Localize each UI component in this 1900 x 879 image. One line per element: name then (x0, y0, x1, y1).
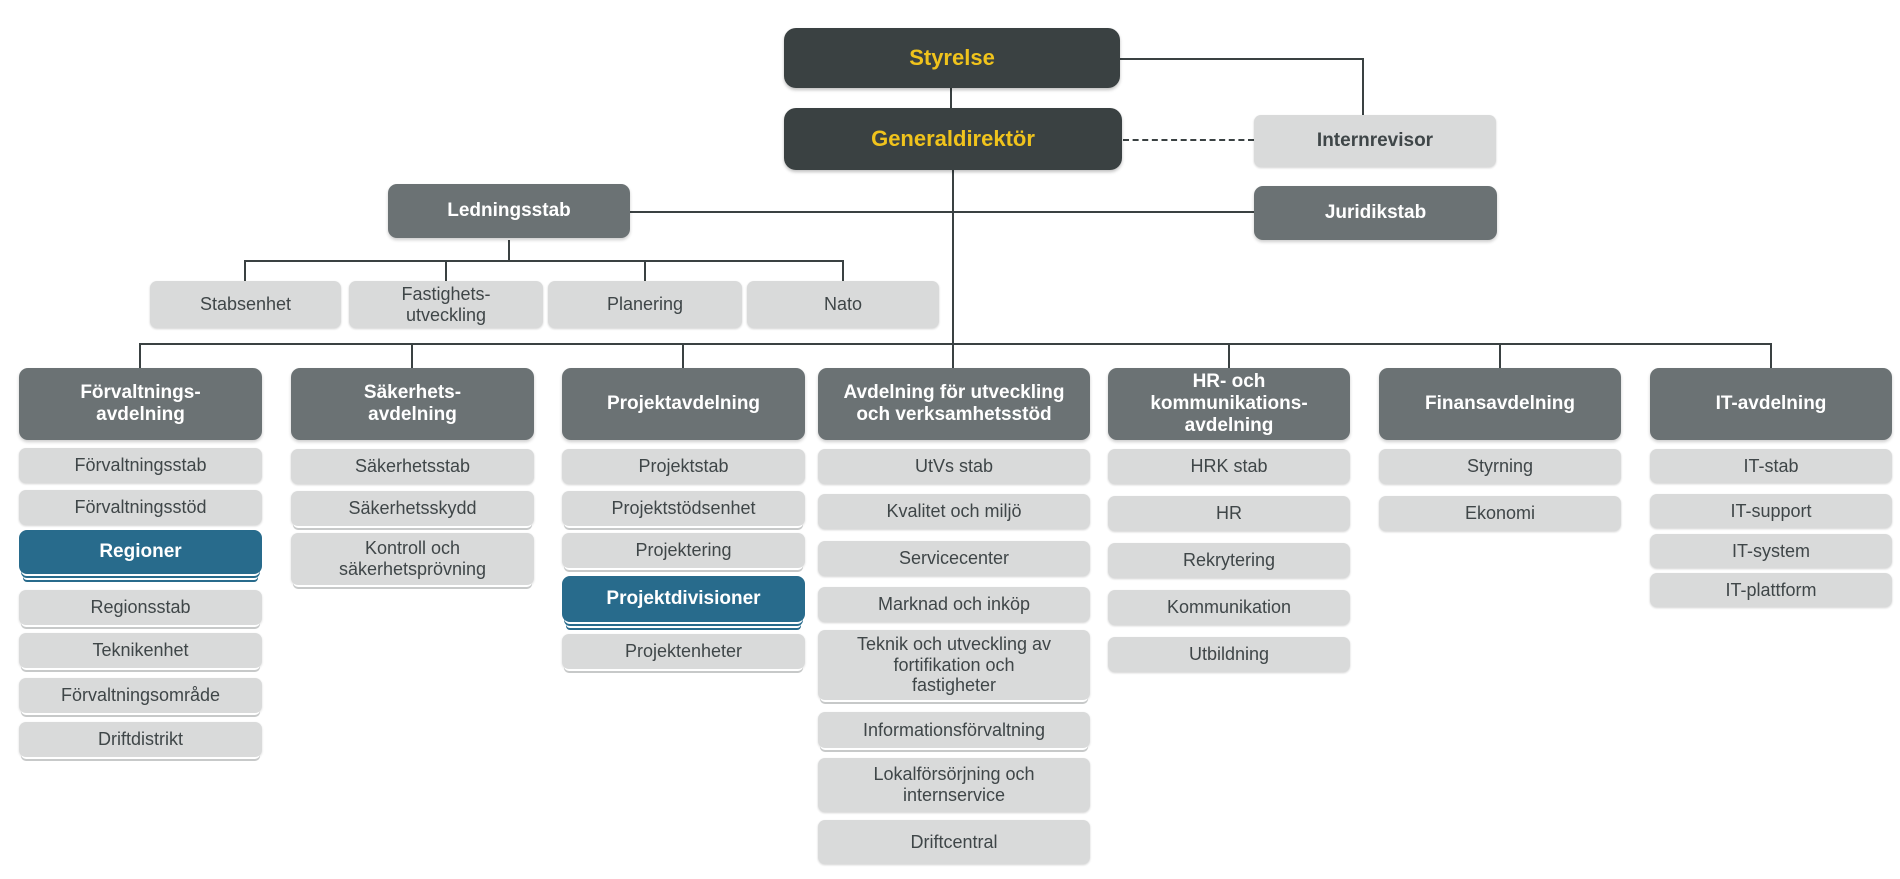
connector-dept-2 (411, 343, 413, 369)
dept-header-utveckling-verksamhetsstod: Avdelning för utveckling och verksamhets… (818, 368, 1090, 440)
connector-dept-6 (1499, 343, 1501, 369)
unit-hr: HR (1108, 496, 1350, 531)
unit-forvaltningsstab: Förvaltningsstab (19, 448, 262, 483)
unit-kontroll-sakerhetsprovning: Kontroll och säkerhetsprövning (291, 533, 534, 585)
unit-it-system: IT-system (1650, 534, 1892, 568)
unit-utvs-stab: UtVs stab (818, 449, 1090, 484)
unit-projektdivisioner: Projektdivisioner (562, 576, 805, 622)
connector-dept-3 (682, 343, 684, 369)
unit-marknad-inkop: Marknad och inköp (818, 587, 1090, 622)
node-juridikstab: Juridikstab (1254, 186, 1497, 240)
unit-kommunikation: Kommunikation (1108, 590, 1350, 625)
connector-ledningsstab-juridikstab (630, 211, 1254, 213)
connector-ledningsstab-down (508, 240, 510, 261)
unit-driftcentral: Driftcentral (818, 820, 1090, 864)
unit-kvalitet-miljo: Kvalitet och miljö (818, 494, 1090, 529)
connector-main-bus (139, 343, 1772, 345)
connector-styrelse-internrevisor-v (1362, 58, 1364, 115)
node-fastighetsutveckling: Fastighets- utveckling (349, 281, 543, 328)
unit-it-plattform: IT-plattform (1650, 573, 1892, 607)
unit-informationsforvaltning: Informationsförvaltning (818, 712, 1090, 748)
dept-header-forvaltningsavdelning: Förvaltnings- avdelning (19, 368, 262, 440)
unit-driftdistrikt: Driftdistrikt (19, 722, 262, 757)
unit-projektstab: Projektstab (562, 449, 805, 484)
connector-styrelse-internrevisor-h (1118, 58, 1364, 60)
connector-staff-4 (842, 260, 844, 282)
unit-regioner: Regioner (19, 530, 262, 574)
unit-servicecenter: Servicecenter (818, 541, 1090, 576)
unit-regionsstab: Regionsstab (19, 590, 262, 625)
unit-it-stab: IT-stab (1650, 449, 1892, 483)
connector-dept-5 (1228, 343, 1230, 369)
connector-staff-3 (644, 260, 646, 282)
unit-teknikenhet: Teknikenhet (19, 633, 262, 668)
connector-dept-1 (139, 343, 141, 369)
unit-rekrytering: Rekrytering (1108, 543, 1350, 578)
dept-header-projektavdelning: Projektavdelning (562, 368, 805, 440)
node-generaldirektor: Generaldirektör (784, 108, 1122, 170)
connector-staff-1 (244, 260, 246, 282)
connector-staff-2 (445, 260, 447, 282)
connector-staff-bus (244, 260, 844, 262)
unit-projektenheter: Projektenheter (562, 634, 805, 669)
unit-sakerhetsskydd: Säkerhetsskydd (291, 491, 534, 526)
connector-dept-7 (1770, 343, 1772, 369)
unit-lokalforsorjning-internservice: Lokalförsörjning och internservice (818, 758, 1090, 812)
connector-gd-internrevisor-dashed (1123, 139, 1254, 141)
unit-teknik-utveckling-fortifikation: Teknik och utveckling av fortifikation o… (818, 630, 1090, 700)
unit-forvaltningsstod: Förvaltningsstöd (19, 490, 262, 525)
unit-it-support: IT-support (1650, 494, 1892, 528)
unit-projektering: Projektering (562, 533, 805, 568)
dept-header-sakerhetsavdelning: Säkerhets- avdelning (291, 368, 534, 440)
unit-utbildning: Utbildning (1108, 637, 1350, 672)
node-styrelse: Styrelse (784, 28, 1120, 88)
dept-header-finansavdelning: Finansavdelning (1379, 368, 1621, 440)
node-stabsenhet: Stabsenhet (150, 281, 341, 328)
dept-header-itavdelning: IT-avdelning (1650, 368, 1892, 440)
node-nato: Nato (747, 281, 939, 328)
unit-forvaltningsomrade: Förvaltningsområde (19, 678, 262, 713)
connector-gd-trunk (952, 170, 954, 368)
node-planering: Planering (548, 281, 742, 328)
node-internrevisor: Internrevisor (1254, 115, 1496, 167)
unit-ekonomi: Ekonomi (1379, 496, 1621, 531)
dept-header-hr-kommunikation: HR- och kommunikations- avdelning (1108, 368, 1350, 440)
node-ledningsstab: Ledningsstab (388, 184, 630, 238)
unit-styrning: Styrning (1379, 449, 1621, 484)
unit-hrk-stab: HRK stab (1108, 449, 1350, 484)
unit-sakerhetsstab: Säkerhetsstab (291, 449, 534, 484)
connector-styrelse-gd (950, 88, 952, 108)
unit-projektstodsenhet: Projektstödsenhet (562, 491, 805, 526)
